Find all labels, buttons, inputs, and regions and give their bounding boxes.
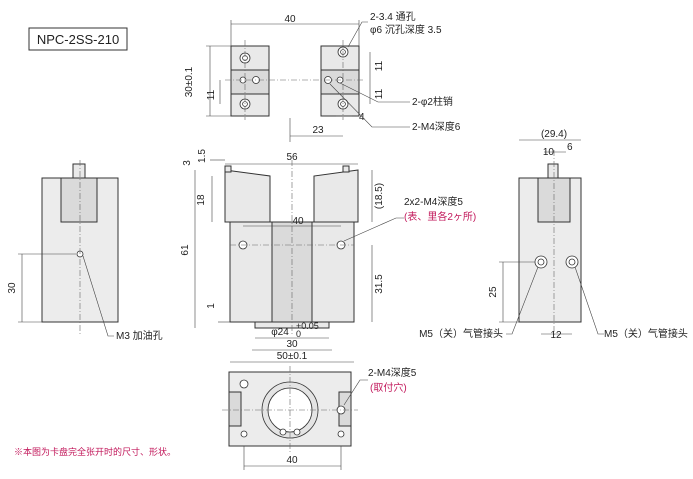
front-jaw-left: [224, 169, 271, 223]
left-side-view: 30 M3 加油孔: [7, 160, 163, 342]
label-pin: 2-φ2柱销: [412, 95, 453, 108]
bottom-pin-1: [279, 428, 287, 436]
label-m4-5: 2-M4深度5: [368, 366, 417, 379]
label-r25: 25: [488, 286, 499, 298]
leader-m4-6: [329, 83, 410, 128]
top-view: 40 30±0.1 11 11 11 23 4 2-3.4 通孔 φ6 沉孔深度…: [184, 11, 461, 142]
front-pin-left: [224, 165, 232, 173]
label-d315: 31.5: [374, 274, 385, 294]
title-frame: [28, 27, 128, 51]
label-r294: (29.4): [541, 129, 567, 140]
label-m4-6: 2-M4深度6: [412, 120, 461, 133]
label-m3: M3 加油孔: [116, 329, 163, 342]
label-top-11c: 11: [206, 89, 217, 100]
top-jaw-left-center: [230, 69, 270, 95]
label-d24-upper: +0.05: [296, 321, 319, 331]
bottom-hole-4: [337, 430, 345, 438]
label-top-30: 30±0.1: [184, 66, 195, 97]
bottom-hole-1: [239, 379, 249, 389]
label-r6: 6: [567, 142, 573, 153]
label-r12: 12: [550, 330, 562, 341]
label-d30b: 30: [286, 339, 298, 350]
label-m4x5: 2x2-M4深度5: [404, 195, 463, 208]
footnote: ※本图为卡盘完全张开时的尺寸、形状。: [14, 446, 176, 457]
label-hole-a: 2-3.4 通孔: [370, 11, 416, 23]
label-d56: 56: [286, 152, 298, 163]
label-top-23: 23: [312, 125, 324, 136]
leader-m5-right: [574, 266, 604, 335]
label-top-11a: 11: [374, 60, 385, 71]
bottom-view: 40 2-M4深度5 (取付穴): [222, 366, 417, 470]
label-d50: 50±0.1: [277, 351, 308, 362]
label-d15: 1.5: [197, 149, 208, 163]
label-d18: 18: [196, 194, 207, 206]
front-view: 3 1.5 56 18 61 (18.5) 31.5 40 1 φ24 +0.0…: [180, 149, 476, 363]
label-m5-left: M5（关）气管接头: [419, 327, 503, 340]
title-box: NPC-2SS-210: [28, 27, 128, 51]
drawing-title: NPC-2SS-210: [37, 32, 119, 47]
label-hole-b: φ6 沉孔深度 3.5: [370, 23, 442, 36]
bottom-pin-2: [293, 428, 301, 436]
label-d24-lower: 0: [296, 329, 301, 339]
label-top-40: 40: [284, 14, 296, 25]
leader-m3: [82, 255, 114, 337]
label-d3: 3: [182, 160, 193, 166]
label-m4-5-note: (取付穴): [370, 381, 407, 394]
label-d40: 40: [292, 216, 304, 227]
leader-pin: [339, 82, 410, 103]
side-l-jaw-face: [60, 177, 98, 223]
label-d24: φ24: [271, 327, 289, 338]
side-r-port-right-inner: [568, 258, 576, 266]
leader-hole: [347, 21, 368, 48]
label-m4x5-note: (表、里各2ヶ所): [404, 210, 476, 223]
label-left-30: 30: [7, 282, 18, 294]
side-r-port-left-inner: [537, 258, 545, 266]
front-jaw-right: [313, 169, 359, 223]
leader-m4x5: [343, 217, 404, 242]
bottom-flat-left: [228, 391, 242, 427]
label-m5-right: M5（关）气管接头: [604, 327, 688, 340]
front-pin-right: [342, 165, 350, 173]
label-top-4: 4: [359, 112, 365, 123]
label-bot-40: 40: [286, 455, 298, 466]
label-d1: 1: [206, 303, 217, 309]
bottom-hole-3: [240, 430, 248, 438]
label-top-11b: 11: [374, 88, 385, 99]
label-d61: 61: [180, 244, 191, 256]
label-r10: 10: [543, 147, 555, 158]
leader-m4-5: [343, 379, 368, 406]
leader-m5-left: [506, 266, 539, 335]
label-d185: (18.5): [374, 183, 385, 209]
right-side-view: (29.4) 10 6 25 12 M5（关）气管接头 M5（关）气管接头: [419, 129, 688, 341]
